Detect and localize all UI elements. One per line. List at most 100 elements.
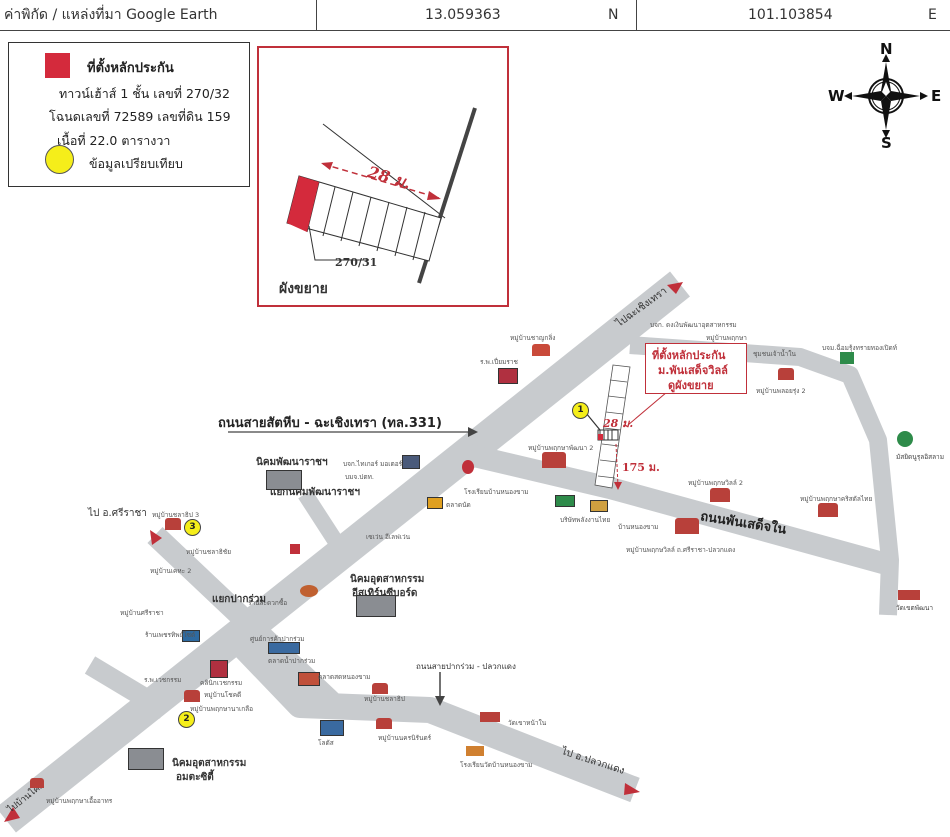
house-icon [778,368,794,380]
factory-icon [128,748,164,770]
legend-area: เนื้อที่ 22.0 ตารางวา [57,133,171,148]
longitude-value: 101.103854 [748,7,833,23]
shop-icon [298,672,320,686]
house-icon [376,718,392,729]
callout-line3: ดูผังขยาย [668,379,714,392]
legend-comparison: ข้อมูลเปรียบเทียบ [89,156,183,171]
label-junction-plakruam: แยกปากร่วม [212,594,266,605]
longitude-direction: E [928,7,937,23]
inset-expanded-plan: 28 ม. 270/31 ผังขยาย [257,46,509,307]
compass-west: W [828,87,845,105]
place-label: หมู่บ้านพฤกษา [706,334,747,342]
comparison-marker-2-number: 2 [183,714,190,724]
compass-rose: N S W E [828,40,950,152]
comparison-marker-1-number: 1 [577,405,584,415]
place-label: หมู่บ้านเคหะ 2 [150,567,192,575]
compass-north: N [880,40,893,58]
place-label: หมู่บ้านศรีราชา [120,609,164,617]
latitude-direction: N [608,7,619,23]
hospital-icon [498,368,518,384]
shop-icon [300,585,318,597]
place-label: บ้านหนองขาม [618,523,659,531]
school-icon [555,495,575,507]
label-highway-331: ถนนสายสัตหีบ - ฉะเชิงเทรา (ทล.331) [218,416,442,431]
inset-caption: ผังขยาย [279,281,328,297]
place-label: โรงเรียนวัดบ้านหนองขาม [460,761,533,769]
place-label: บริษัทพลังงานไทย [560,516,611,524]
house-icon [710,488,730,502]
place-label: โรงเรียนบ้านหนองขาม [464,488,529,496]
place-label: หมู่บ้านพฤกษวิลล์ ถ.ศรีราชา-ปลวกแดง [626,546,736,554]
place-label: ตลาดน้ำปากร่วม [268,657,316,665]
house-icon [542,452,566,468]
temple-icon [898,590,920,600]
gas-station-icon [462,460,474,474]
place-label: หมู่บ้านชาญกลิ่ง [510,334,556,342]
label-to-pluakdaeng: ไป อ.ปลวกแดง [559,746,626,777]
label-road-phansadet: ถนนพันเสด็จใน [699,509,788,538]
map-legend: ที่ตั้งหลักประกัน ทาวน์เฮ้าส์ 1 ชั้น เลข… [8,42,250,187]
place-label: ชุมชนเจ้าน้ำใน [753,350,796,358]
compass-star-icon [844,54,928,138]
shop-icon [480,712,500,722]
house-icon [184,690,200,702]
label-distance-175: 175 ม. [622,461,660,474]
coordinate-header: ค่าพิกัด / แหล่งที่มา Google Earth 13.05… [0,0,950,31]
label-ind-eastern-1: นิคมอุตสาหกรรม [350,574,425,585]
shop-icon [182,630,200,642]
label-distance-28: 28 ม. [603,417,634,430]
label-road-plakruam: ถนนสายปากร่วม - ปลวกแดง [416,662,516,671]
house-icon [818,503,838,517]
collateral-swatch [45,53,70,78]
legend-collateral-title: ที่ตั้งหลักประกัน [87,61,174,76]
mosque-icon [897,431,913,447]
legend-title-deed: โฉนดเลขที่ 72589 เลขที่ดิน 159 [49,109,231,124]
collateral-callout: ที่ตั้งหลักประกัน ม.พันเสด็จวิลล์ ดูผังข… [645,343,747,394]
shop-icon [590,500,608,512]
comparison-marker-3: 3 [184,519,201,536]
place-label: ร.พ.เวชกรรม [144,676,182,684]
comparison-marker-swatch [45,145,74,174]
house-icon [675,518,699,534]
place-label: ศูนย์การค้าปากร่วม [250,635,305,643]
place-label: หมู่บ้านชลาธิป 3 [152,511,200,519]
place-label: ร.พ.เปี่ยมราช [480,358,518,366]
house-icon [372,683,388,694]
road-branch-west [84,656,171,719]
callout-line1: ที่ตั้งหลักประกัน [652,349,726,362]
place-label: บจก.ไทเกอร์ มอเตอร์ [343,460,403,468]
label-ind-amata-1: นิคมอุตสาหกรรม [172,758,247,769]
comparison-marker-1: 1 [572,402,589,419]
callout-line2: ม.พันเสด็จวิลล์ [658,364,728,377]
place-label: ตลาดสดหนองขาม [318,673,371,681]
house-icon [30,778,44,788]
place-label: หมู่บ้านพฤกษาเอื้ออาทร [46,797,113,805]
shop-icon [320,720,344,736]
place-label: หมู่บ้านชลาธิป [364,695,405,703]
place-label: บมจ.ปตท. [345,473,374,481]
clinic-icon [210,660,228,678]
label-mosque: มัสยิดนูรุลอิสลาม [896,453,944,461]
shop-icon [268,642,300,654]
place-label: หมู่บ้านพลอยรุ่ง 2 [756,387,806,395]
shop-icon [402,455,420,469]
place-label: เซเว่น อีเลฟเว่น [366,533,411,541]
comparison-marker-2: 2 [178,711,195,728]
factory-icon [356,595,396,617]
road-branch-nikhom [298,489,345,550]
place-label: ตลาดนัด [446,501,471,509]
place-label: โลตัส [318,739,334,747]
place-label: หมู่บ้านพฤกษวิลล์ 2 [688,479,744,487]
inset-collateral-unit [287,176,319,232]
place-label: หมู่บ้านพฤกษานาเกลือ [190,705,254,713]
legend-townhouse: ทาวน์เฮ้าส์ 1 ชั้น เลขที่ 270/32 [59,86,230,101]
label-ind-nikhom: นิคมพัฒนาราชฯ [256,457,328,468]
factory-icon [266,470,302,490]
highway-331 [0,271,690,833]
place-label: คลินิกเวชกรรม [200,679,243,687]
place-label: วัดเขาหน้าใน [508,719,547,727]
place-label: ร้านสะดวกซื้อ [248,599,288,607]
inset-unit-number: 270/31 [335,256,378,269]
compass-south: S [881,134,892,152]
shop-icon [466,746,484,756]
